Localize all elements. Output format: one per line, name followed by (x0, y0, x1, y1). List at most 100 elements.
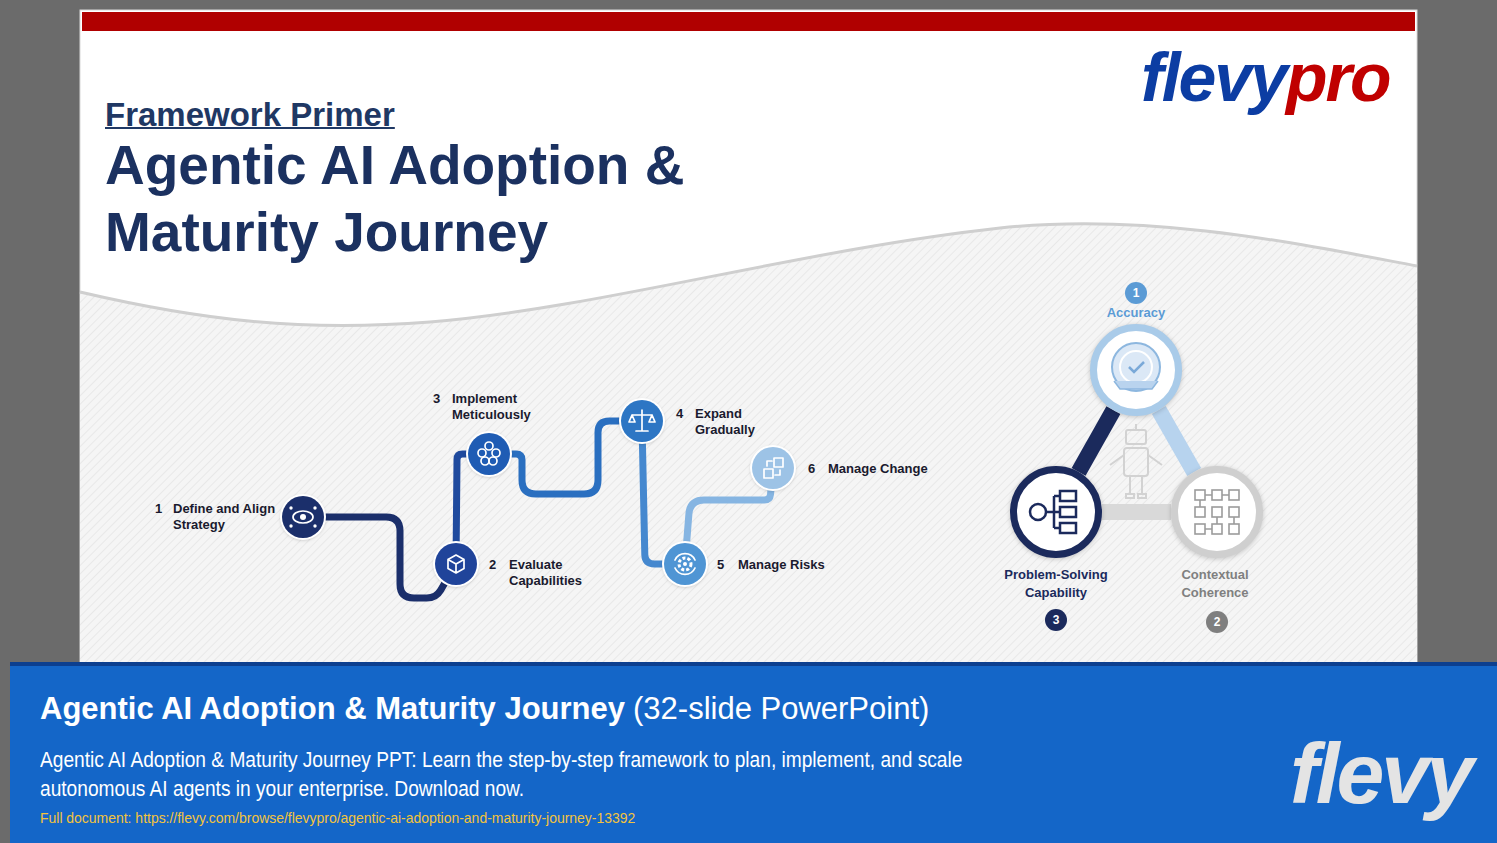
pillar-label: Accuracy (1061, 304, 1211, 322)
icon-circle (300, 514, 306, 520)
robot-illustration (1110, 424, 1162, 498)
wave-hatch (80, 224, 1417, 662)
icon-path (1129, 362, 1144, 372)
icon-circle (289, 506, 292, 509)
node-icon (468, 433, 510, 475)
icon-circle (481, 457, 489, 465)
step-number: 6 (808, 461, 815, 477)
pillar-circle: 1Accuracy (1090, 324, 1182, 416)
pillar-circle: Contextual Coherence2 (1171, 466, 1263, 558)
robot-foot (1138, 494, 1146, 498)
icon-circle (478, 449, 486, 457)
logo-word: pro (1286, 39, 1390, 115)
framework-primer: Framework Primer (105, 96, 395, 134)
icon-circle (313, 524, 316, 527)
icon-rect (1060, 491, 1076, 501)
step-circle: 1Define and Align Strategy (282, 496, 324, 538)
connector (642, 442, 664, 564)
icon-path (1114, 381, 1158, 389)
step-circle: 4Expand Gradually (621, 400, 663, 442)
icon-path (629, 410, 655, 431)
icon-circle (492, 449, 500, 457)
icon-circle (485, 442, 493, 450)
icon-circle (1120, 351, 1152, 383)
step-circle: 5Manage Risks (664, 543, 706, 585)
node-icon (1097, 331, 1175, 409)
node-icon (752, 447, 794, 489)
icon-circle (683, 562, 687, 566)
icon-g (1030, 491, 1076, 533)
node-icon (282, 496, 324, 538)
connector (1102, 504, 1171, 520)
document-link: Full document: https://flevy.com/browse/… (40, 809, 635, 827)
step-label: Expand Gradually (695, 406, 770, 438)
icon-rect (1212, 524, 1222, 534)
icon-rect (1060, 523, 1076, 533)
icon-path (1200, 495, 1234, 529)
step-circle: 6Manage Change (752, 447, 794, 489)
icon-path (448, 555, 464, 573)
step-number: 4 (676, 406, 683, 422)
red-header-bar (82, 12, 1415, 31)
connector (1079, 410, 1114, 472)
robot-arms (1110, 455, 1162, 465)
icon-rect (1229, 507, 1239, 517)
icon-rect (774, 458, 783, 467)
connector (510, 421, 621, 494)
icon-path (675, 554, 695, 575)
node-icon (1178, 473, 1256, 551)
banner-title: Agentic AI Adoption & Maturity Journey(3… (40, 690, 929, 728)
callout-number: 2 (1206, 611, 1228, 633)
icon-circle (679, 558, 691, 570)
step-number: 1 (155, 501, 162, 517)
logo-word: flevy (1141, 39, 1286, 115)
step-circle: 2Evaluate Capabilities (435, 543, 477, 585)
connector (456, 454, 468, 543)
wave-band (80, 224, 1417, 662)
icon-rect (1229, 524, 1239, 534)
robot-foot (1126, 494, 1134, 498)
icon-circle (489, 457, 497, 465)
icon-rect (1060, 507, 1076, 517)
icon-rect (1195, 524, 1205, 534)
icon-circle (289, 524, 292, 527)
step-label: Manage Change (828, 461, 958, 477)
connector (1159, 410, 1194, 472)
node-icon (435, 543, 477, 585)
banner-description: Agentic AI Adoption & Maturity Journey P… (40, 745, 1041, 803)
step-label: Evaluate Capabilities (509, 557, 599, 589)
icon-rect (1212, 490, 1222, 500)
step-number: 5 (717, 557, 724, 573)
icon-rect (1195, 490, 1205, 500)
flevy-logo: flevy (1290, 728, 1471, 818)
pillar-label: Contextual Coherence (1165, 566, 1265, 602)
icon-rect (1229, 490, 1239, 500)
step-circle: 3Implement Meticulously (468, 433, 510, 475)
callout-number: 1 (1125, 282, 1147, 304)
node-icon (621, 400, 663, 442)
robot-head (1126, 430, 1146, 444)
callout-number: 3 (1045, 609, 1067, 631)
icon-rect (764, 469, 773, 478)
icon-ellipse (293, 511, 313, 523)
slide-sheet (80, 10, 1417, 662)
slide-title: Agentic AI Adoption & Maturity Journey (105, 132, 745, 266)
step-number: 3 (433, 391, 440, 407)
icon-rect (1195, 507, 1205, 517)
step-number: 2 (489, 557, 496, 573)
connector (687, 489, 771, 543)
step-label: Define and Align Strategy (173, 501, 281, 533)
robot-legs (1130, 476, 1142, 494)
icon-rect (1212, 507, 1222, 517)
icon-g (1195, 490, 1239, 534)
icon-circle (313, 506, 316, 509)
node-icon (1017, 473, 1095, 551)
icon-circle (1030, 504, 1046, 520)
pillar-circle: Problem-Solving Capability3 (1010, 466, 1102, 558)
connector (324, 517, 445, 598)
icon-path (767, 461, 780, 475)
banner-heading: Agentic AI Adoption & Maturity Journey (40, 691, 625, 726)
icon-circle (1112, 343, 1160, 391)
